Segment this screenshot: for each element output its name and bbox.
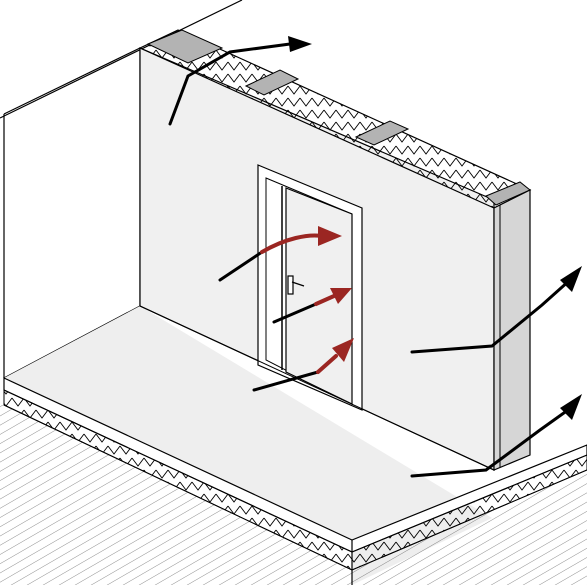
black-arrows <box>168 36 582 478</box>
wall-top-insulation <box>138 29 532 209</box>
door-left-leader <box>218 250 264 282</box>
wall-right-leader <box>410 278 572 354</box>
through-door-lower <box>316 354 338 374</box>
floor-surface <box>4 306 492 585</box>
floor-wall-junction <box>139 305 495 471</box>
floor-slab <box>0 377 587 585</box>
top-insulation-leader <box>168 42 292 126</box>
floor-right-leader <box>410 408 570 478</box>
floor-door-leader <box>252 370 320 392</box>
through-door-upper <box>260 233 324 254</box>
through-door-middle <box>314 294 336 306</box>
door-handle-icon <box>287 275 305 295</box>
door-mid-leader <box>272 302 318 324</box>
red-arrows <box>260 226 354 374</box>
